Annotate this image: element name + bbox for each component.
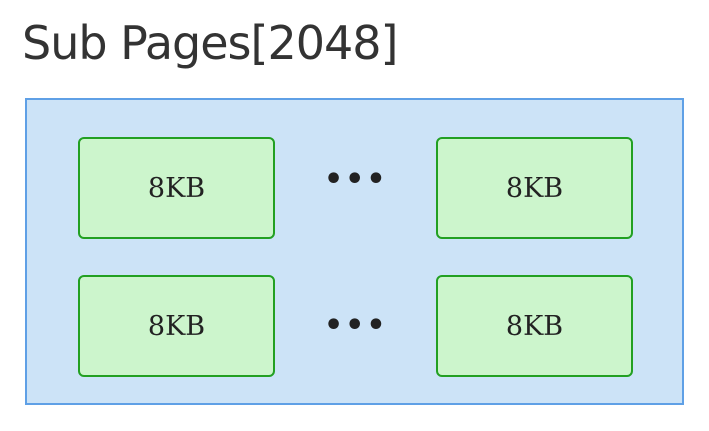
sub-page-box: 8KB: [78, 137, 275, 239]
sub-page-size-label: 8KB: [505, 310, 564, 342]
ellipsis-icon: •••: [324, 162, 388, 197]
ellipsis-icon: •••: [324, 308, 388, 343]
sub-pages-container: 8KB ••• 8KB 8KB ••• 8KB: [25, 98, 684, 405]
sub-page-box: 8KB: [436, 275, 633, 377]
sub-page-box: 8KB: [78, 275, 275, 377]
sub-page-size-label: 8KB: [147, 310, 206, 342]
sub-page-box: 8KB: [436, 137, 633, 239]
sub-page-size-label: 8KB: [505, 172, 564, 204]
sub-page-size-label: 8KB: [147, 172, 206, 204]
diagram-title: Sub Pages[2048]: [22, 16, 398, 70]
